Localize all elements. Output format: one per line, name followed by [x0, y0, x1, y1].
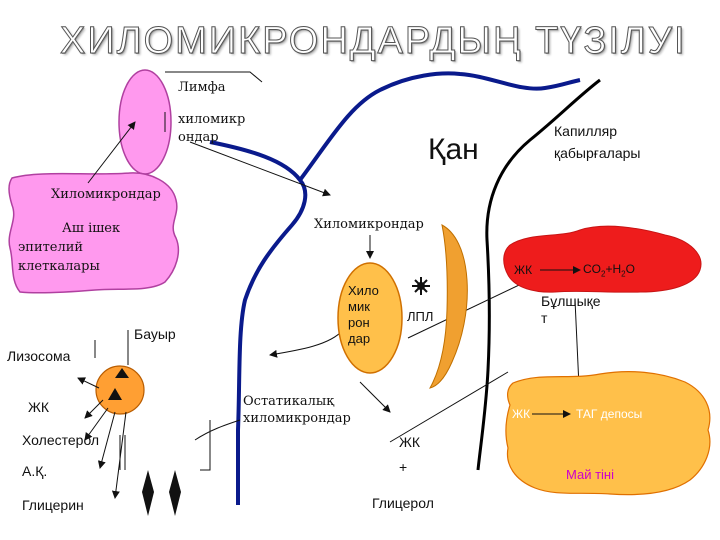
thoracic-duct-line — [298, 71, 581, 182]
remnant-label-2: хиломикрондар — [243, 411, 351, 426]
chylomicrons-center-label: Хиломикрондар — [314, 217, 424, 232]
capillary-line — [476, 78, 601, 471]
chylomicron-oval-shape — [337, 262, 403, 374]
epithelium-label-1: Аш ішек — [62, 221, 121, 236]
diamond-shape-2 — [169, 470, 181, 516]
chylomicron-oval-label-2: мик — [348, 299, 370, 314]
capillary-label-1: Капилляр — [554, 123, 618, 139]
lymph-chylomicrons-label-1: хиломикр — [178, 112, 246, 127]
fatty-acids-adipose-label: ЖК — [512, 407, 531, 421]
amino-acids-label: А.Қ. — [22, 463, 48, 479]
lymph-vessel-line — [209, 140, 308, 505]
fatty-acids-bottom-label: ЖК — [399, 434, 421, 450]
muscle-label-1: Бұлшықе — [541, 293, 601, 309]
chylomicrons-left-label: Хиломикрондар — [51, 187, 161, 202]
epithelium-label-2: эпителий — [18, 240, 84, 255]
chylomicron-oval-label-1: Хило — [348, 283, 379, 298]
glycerin-label: Глицерин — [22, 497, 84, 513]
capillary-label-2: қабырғалары — [554, 145, 641, 161]
chylomicron-oval-label-3: рон — [348, 315, 370, 330]
glycerol-label: Глицерол — [372, 495, 434, 511]
chylomicron-oval-label-4: дар — [348, 331, 371, 346]
lymph-label: Лимфа — [178, 80, 226, 95]
blood-label: Қан — [428, 133, 479, 166]
remnant-label-1: Остатикалық — [243, 394, 335, 409]
tag-depot-label: ТАГ депосы — [576, 407, 643, 421]
lysosome-shape — [95, 365, 145, 415]
fatty-acids-liver-label: ЖК — [28, 399, 50, 415]
lpl-star-icon — [412, 277, 430, 295]
cholesterol-label: Холестерол — [22, 432, 100, 448]
co2-h2o-label: CO2+H2O — [583, 262, 635, 279]
epithelial-cells-shape — [8, 172, 180, 294]
adipose-tissue-label: Май тіні — [566, 467, 614, 482]
lymph-vessel-shape — [118, 69, 172, 175]
lysosome-label: Лизосома — [7, 348, 71, 364]
muscle-shape — [503, 225, 702, 293]
muscle-label-2: т — [541, 310, 548, 326]
lymph-chylomicrons-label-2: ондар — [178, 130, 219, 145]
liver-label: Бауыр — [134, 326, 176, 342]
adipose-tissue-shape — [505, 371, 711, 496]
epithelium-label-3: клеткалары — [18, 259, 100, 274]
plus-label: + — [399, 459, 408, 475]
page-title: ХИЛОМИКРОНДАРДЫҢ ТҮЗІЛУІ — [60, 20, 687, 63]
lpl-label: ЛПЛ — [407, 309, 434, 324]
fatty-acids-muscle-label: ЖК — [514, 263, 533, 277]
lpl-membrane-shape — [429, 224, 468, 389]
diamond-shape-1 — [142, 470, 154, 516]
